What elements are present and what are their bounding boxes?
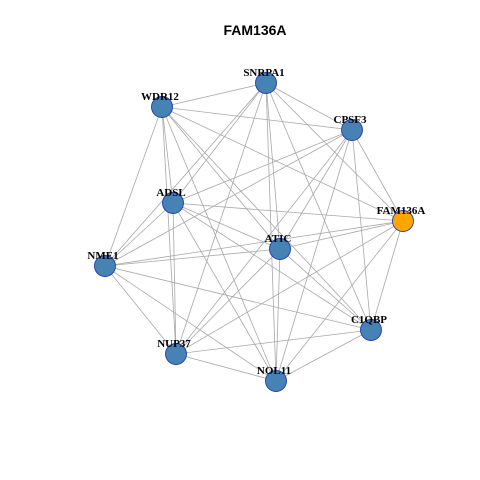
edge-nup37-c1qbp [175,329,372,355]
node-label-fam136a: FAM136A [377,205,426,217]
edge-snrpa1-adsl [172,82,267,204]
edge-fam136a-nup37 [175,220,404,355]
edge-cpsf3-fam136a [351,129,404,222]
edge-nme1-nup37 [104,265,177,355]
node-c1qbp[interactable] [360,319,382,341]
edge-snrpa1-c1qbp [265,82,372,331]
edge-snrpa1-nup37 [175,82,267,355]
edge-snrpa1-atic [265,82,281,250]
node-label-nol11: NOL11 [257,365,291,377]
edge-atic-c1qbp [279,248,372,331]
edge-layer [104,82,404,382]
edge-fam136a-nme1 [104,220,404,267]
edge-fam136a-nol11 [275,220,404,382]
edge-atic-fam136a [279,220,404,250]
edge-wdr12-adsl [161,106,174,204]
edge-atic-nol11 [275,248,281,382]
edge-snrpa1-nme1 [104,82,267,267]
edge-wdr12-cpsf3 [161,106,353,131]
node-label-adsl: ADSL [156,187,185,199]
node-label-snrpa1: SNRPA1 [243,67,284,79]
edge-cpsf3-atic [279,129,353,250]
edge-adsl-atic [172,202,281,250]
edge-cpsf3-nme1 [104,129,353,267]
edge-nme1-nol11 [104,265,277,382]
edge-nup37-nol11 [175,353,277,382]
edge-adsl-nol11 [172,202,277,382]
edge-cpsf3-nol11 [275,129,353,382]
node-nme1[interactable] [94,255,116,277]
node-cpsf3[interactable] [341,119,363,141]
node-label-wdr12: WDR12 [141,91,179,103]
node-atic[interactable] [269,238,291,260]
edge-snrpa1-wdr12 [161,82,267,108]
edge-nme1-c1qbp [104,265,372,331]
edge-adsl-fam136a [172,202,404,222]
edge-atic-nme1 [104,248,281,267]
edge-cpsf3-adsl [172,129,353,204]
edge-adsl-nme1 [104,202,174,267]
edge-fam136a-c1qbp [370,220,404,331]
node-adsl[interactable] [162,192,184,214]
node-label-atic: ATIC [265,233,292,245]
edge-wdr12-fam136a [161,106,404,222]
node-label-nup37: NUP37 [157,338,191,350]
edge-adsl-nup37 [172,202,177,355]
edge-wdr12-atic [161,106,281,250]
edge-snrpa1-cpsf3 [265,82,353,131]
edge-wdr12-nme1 [104,106,163,267]
node-snrpa1[interactable] [255,72,277,94]
edge-atic-nup37 [175,248,281,355]
edge-snrpa1-nol11 [265,82,277,382]
edge-cpsf3-c1qbp [351,129,372,331]
edge-nol11-c1qbp [275,329,372,382]
node-label-nme1: NME1 [87,250,118,262]
node-label-cpsf3: CPSF3 [334,114,368,126]
diagram-title: FAM136A [223,22,286,38]
node-nup37[interactable] [165,343,187,365]
edge-adsl-c1qbp [172,202,372,331]
node-layer [94,72,414,392]
node-wdr12[interactable] [151,96,173,118]
node-label-c1qbp: C1QBP [351,314,387,326]
node-nol11[interactable] [265,370,287,392]
node-fam136a[interactable] [392,210,414,232]
edge-wdr12-c1qbp [161,106,372,331]
edge-wdr12-nol11 [161,106,277,382]
